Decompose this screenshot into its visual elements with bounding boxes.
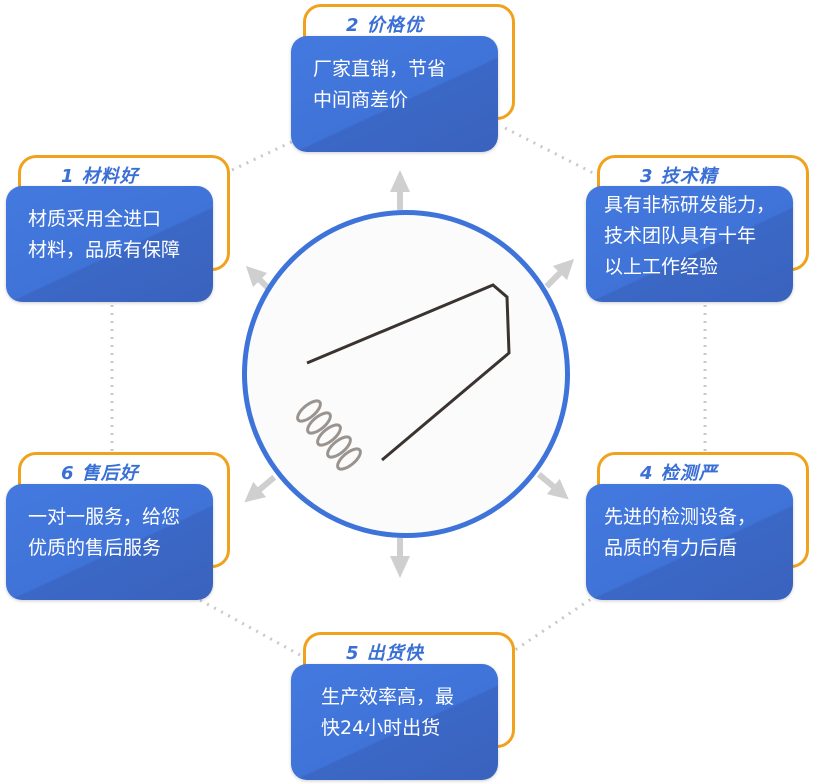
card-text: 生产效率高，最 bbox=[321, 686, 455, 708]
product-image-circle bbox=[242, 210, 570, 538]
card-text: 以上工作经验 bbox=[604, 256, 719, 278]
card-tech: 具有非标研发能力， 技术团队具有十年以上工作经验 bbox=[586, 186, 793, 302]
arrow-upright-icon bbox=[544, 258, 575, 289]
card-text: 优质的售后服务 bbox=[28, 537, 162, 559]
arrow-downright-icon bbox=[536, 471, 569, 500]
card-text: 具有非标研发能力， bbox=[604, 194, 776, 216]
card-service: 一对一服务，给您优质的售后服务 bbox=[6, 484, 213, 600]
card-text: 一对一服务，给您 bbox=[28, 506, 181, 528]
card-text: 材料，品质有保障 bbox=[28, 239, 181, 261]
card-text: 技术团队具有十年 bbox=[604, 225, 757, 247]
card-text: 快24小时出货 bbox=[321, 717, 441, 739]
card-title: 1 材料好 bbox=[61, 166, 139, 187]
card-title: 6 售后好 bbox=[61, 463, 139, 484]
card-inspection: 先进的检测设备， 品质的有力后盾 bbox=[586, 484, 793, 600]
card-title: 5 出货快 bbox=[346, 643, 424, 664]
card-text: 材质采用全进口 bbox=[28, 208, 162, 230]
wire-spring-clip-image bbox=[296, 283, 511, 471]
arrow-up-icon bbox=[390, 170, 410, 210]
card-price: 厂家直销，节省中间商差价 bbox=[291, 36, 498, 152]
card-text: 品质的有力后盾 bbox=[604, 537, 738, 559]
card-text: 先进的检测设备， bbox=[604, 506, 757, 528]
card-material: 材质采用全进口材料，品质有保障 bbox=[6, 186, 213, 302]
arrow-down-icon bbox=[390, 538, 410, 578]
card-title: 4 检测严 bbox=[640, 463, 718, 484]
card-title: 2 价格优 bbox=[346, 15, 424, 36]
arrow-downleft-icon bbox=[244, 474, 277, 503]
card-delivery: 生产效率高，最快24小时出货 bbox=[291, 664, 498, 780]
card-text: 中间商差价 bbox=[313, 89, 409, 111]
card-title: 3 技术精 bbox=[640, 166, 718, 187]
card-text: 厂家直销，节省 bbox=[313, 58, 447, 80]
